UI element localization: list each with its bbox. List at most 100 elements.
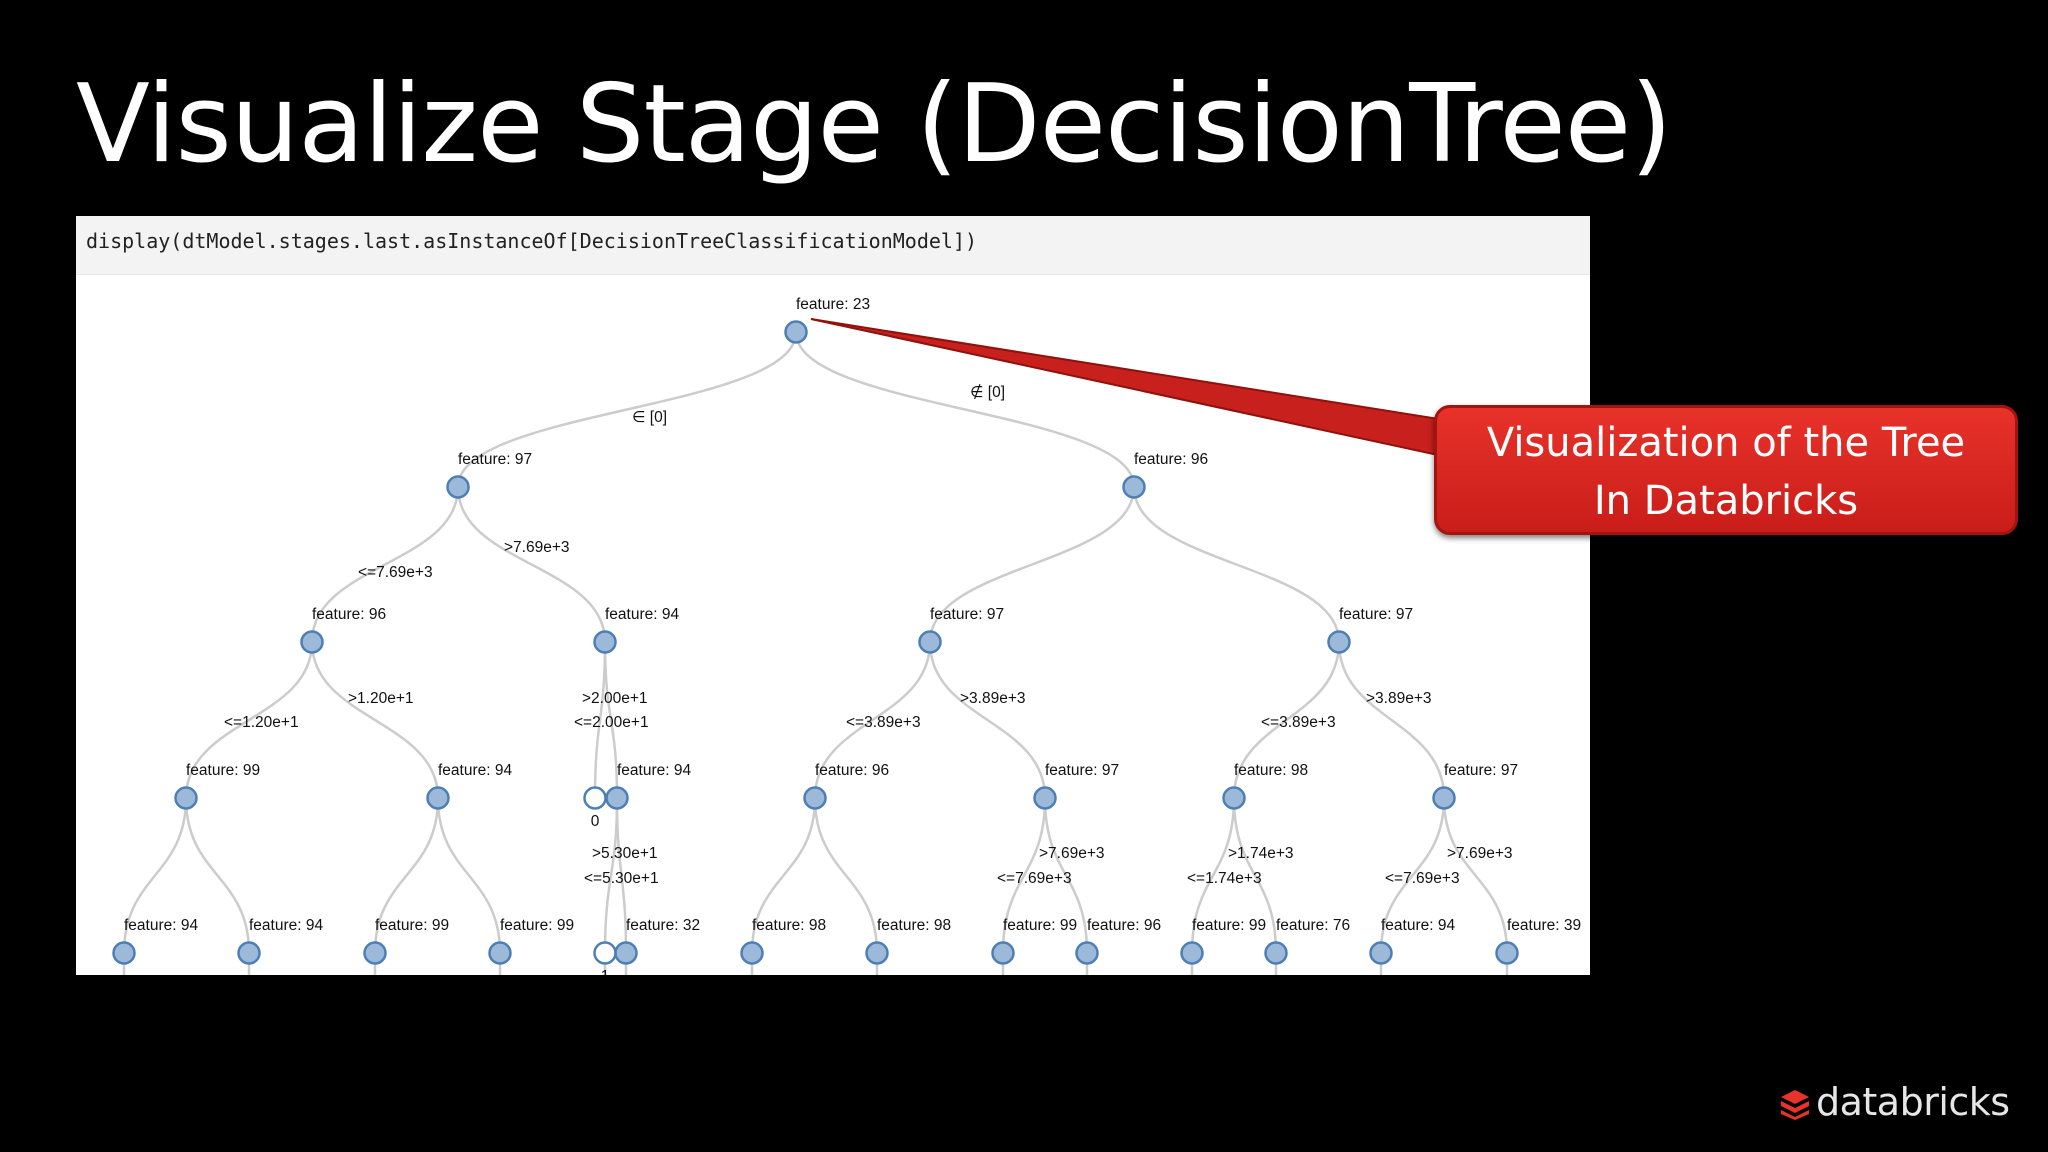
code-cell[interactable]: display(dtModel.stages.last.asInstanceOf… bbox=[76, 216, 1590, 275]
node-label: feature: 96 bbox=[1134, 451, 1208, 468]
code-text: display(dtModel.stages.last.asInstanceOf… bbox=[86, 229, 978, 253]
node-label: feature: 96 bbox=[312, 606, 386, 623]
node-label: feature: 94 bbox=[605, 606, 679, 623]
tree-link bbox=[750, 797, 817, 954]
tree-node[interactable] bbox=[1122, 475, 1146, 499]
node-label: feature: 97 bbox=[930, 606, 1004, 623]
databricks-logo-icon bbox=[1781, 1090, 1809, 1120]
tree-node[interactable] bbox=[1432, 786, 1456, 810]
tree-node[interactable] bbox=[488, 941, 512, 965]
tree-link bbox=[1337, 641, 1446, 799]
edge-label: <=2.00e+1 bbox=[574, 714, 649, 731]
tree-link bbox=[436, 797, 502, 954]
tree-link bbox=[456, 331, 798, 488]
leaf-label: 1 bbox=[601, 968, 610, 975]
notebook-output-panel: display(dtModel.stages.last.asInstanceOf… bbox=[76, 216, 1590, 975]
tree-node[interactable] bbox=[300, 630, 324, 654]
tree-node[interactable] bbox=[784, 320, 808, 344]
tree-node[interactable] bbox=[593, 630, 617, 654]
node-label: feature: 94 bbox=[438, 762, 512, 779]
decision-tree-diagram: ∈ [0]∉ [0]<=7.69e+3>7.69e+3<=1.20e+1>1.2… bbox=[112, 296, 1581, 975]
tree-node[interactable] bbox=[112, 941, 136, 965]
callout-line-1: Visualization of the Tree bbox=[1486, 420, 1966, 466]
node-label: feature: 99 bbox=[186, 762, 260, 779]
tree-link bbox=[813, 797, 879, 954]
tree-link bbox=[310, 486, 460, 643]
tree-node[interactable] bbox=[446, 475, 470, 499]
tree-leaf-node[interactable] bbox=[583, 786, 607, 810]
edge-label: >3.89e+3 bbox=[960, 690, 1026, 707]
tree-node[interactable] bbox=[1264, 941, 1288, 965]
tree-link bbox=[1232, 797, 1278, 954]
node-label: feature: 98 bbox=[752, 917, 826, 934]
tree-link bbox=[928, 486, 1136, 643]
tree-node[interactable] bbox=[174, 786, 198, 810]
edge-label: >7.69e+3 bbox=[1039, 845, 1105, 862]
tree-leaf-node[interactable] bbox=[593, 941, 617, 965]
tree-link bbox=[373, 797, 440, 954]
tree-node[interactable] bbox=[363, 941, 387, 965]
edge-label: <=3.89e+3 bbox=[1261, 714, 1336, 731]
tree-link bbox=[813, 641, 932, 799]
tree-link bbox=[310, 641, 440, 799]
edge-label: <=1.20e+1 bbox=[224, 714, 299, 731]
tree-node[interactable] bbox=[740, 941, 764, 965]
tree-link bbox=[1190, 797, 1236, 954]
tree-node[interactable] bbox=[1495, 941, 1519, 965]
edge-label: <=3.89e+3 bbox=[846, 714, 921, 731]
edge-label: >2.00e+1 bbox=[582, 690, 648, 707]
tree-link bbox=[1232, 641, 1341, 799]
tree-node[interactable] bbox=[803, 786, 827, 810]
tree-node[interactable] bbox=[605, 786, 629, 810]
databricks-logo-text: databricks bbox=[1816, 1080, 2010, 1124]
tree-link bbox=[928, 641, 1047, 799]
tree-node[interactable] bbox=[237, 941, 261, 965]
tree-node[interactable] bbox=[1327, 630, 1351, 654]
node-label: feature: 99 bbox=[500, 917, 574, 934]
tree-node[interactable] bbox=[1033, 786, 1057, 810]
tree-node[interactable] bbox=[1222, 786, 1246, 810]
node-label: feature: 76 bbox=[1276, 917, 1350, 934]
node-label: feature: 98 bbox=[1234, 762, 1308, 779]
tree-node[interactable] bbox=[1180, 941, 1204, 965]
node-label: feature: 94 bbox=[124, 917, 198, 934]
node-label: feature: 99 bbox=[1003, 917, 1077, 934]
node-label: feature: 97 bbox=[1444, 762, 1518, 779]
node-label: feature: 97 bbox=[458, 451, 532, 468]
leaf-label: 0 bbox=[591, 813, 600, 830]
tree-link bbox=[1132, 486, 1341, 643]
edge-label: <=7.69e+3 bbox=[997, 870, 1072, 887]
edge-label: <=1.74e+3 bbox=[1187, 870, 1262, 887]
node-label: feature: 99 bbox=[1192, 917, 1266, 934]
edge-label: ∈ [0] bbox=[632, 409, 667, 426]
tree-node[interactable] bbox=[614, 941, 638, 965]
tree-link bbox=[794, 331, 1136, 488]
edge-label: >7.69e+3 bbox=[1447, 845, 1513, 862]
node-label: feature: 94 bbox=[617, 762, 691, 779]
node-label: feature: 32 bbox=[626, 917, 700, 934]
tree-link bbox=[1001, 797, 1047, 954]
edge-label: <=7.69e+3 bbox=[1385, 870, 1460, 887]
node-label: feature: 23 bbox=[796, 296, 870, 313]
tree-link bbox=[184, 641, 314, 799]
tree-node[interactable] bbox=[991, 941, 1015, 965]
node-label: feature: 94 bbox=[249, 917, 323, 934]
edge-label: <=7.69e+3 bbox=[358, 564, 433, 581]
tree-node[interactable] bbox=[1369, 941, 1393, 965]
tree-node[interactable] bbox=[918, 630, 942, 654]
edge-label: >1.74e+3 bbox=[1228, 845, 1294, 862]
databricks-logo: databricks bbox=[1780, 1080, 2010, 1130]
node-label: feature: 97 bbox=[1045, 762, 1119, 779]
edge-label: >7.69e+3 bbox=[504, 539, 570, 556]
tree-node[interactable] bbox=[426, 786, 450, 810]
tree-link bbox=[184, 797, 251, 954]
tree-node[interactable] bbox=[1075, 941, 1099, 965]
edge-label: >5.30e+1 bbox=[592, 845, 658, 862]
tree-link bbox=[1442, 797, 1509, 954]
tree-node[interactable] bbox=[865, 941, 889, 965]
callout-box: Visualization of the Tree In Databricks bbox=[1434, 405, 2018, 535]
node-label: feature: 96 bbox=[815, 762, 889, 779]
tree-link bbox=[122, 797, 188, 954]
tree-link bbox=[603, 641, 619, 799]
tree-link bbox=[1379, 797, 1446, 954]
